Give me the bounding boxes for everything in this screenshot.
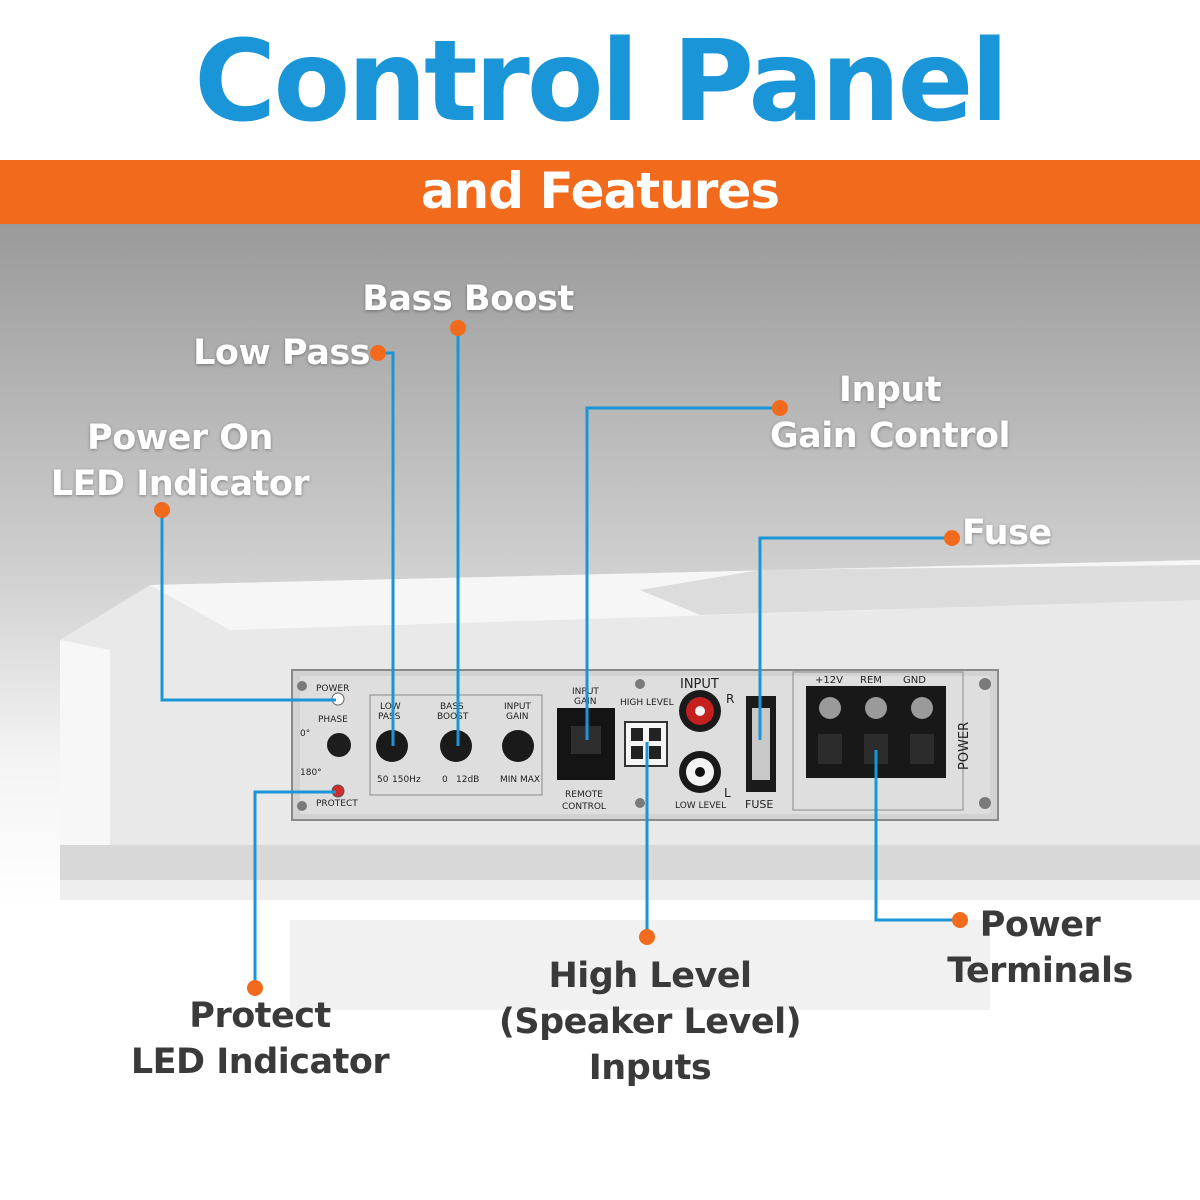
dot-high-level — [639, 929, 655, 945]
label-power-terminals: Power Terminals — [947, 905, 1133, 991]
dot-power-terminals — [952, 912, 968, 928]
callout-dots — [154, 320, 968, 996]
panel-low-level-text: LOW LEVEL — [675, 801, 726, 811]
label-low-pass: Low Pass — [193, 333, 370, 373]
panel-input-text: INPUT — [680, 677, 719, 692]
low-pass-label-2: PASS — [378, 712, 401, 722]
low-pass-min: 50 — [377, 775, 389, 785]
label-high-level: High Level (Speaker Level) Inputs — [498, 956, 802, 1088]
label-bass-boost: Bass Boost — [362, 279, 574, 319]
input-gain-knob[interactable] — [502, 730, 534, 762]
remote-bottom-1: REMOTE — [565, 790, 603, 800]
fuse-element[interactable] — [752, 708, 770, 780]
panel-phase-180: 180° — [300, 768, 322, 778]
terminal-gnd-text: GND — [903, 675, 926, 686]
panel-phase-0: 0° — [300, 729, 310, 739]
panel-protect-text: PROTECT — [316, 799, 358, 809]
callout-line-protect-led — [253, 790, 336, 988]
label-protect-led: Protect LED Indicator — [130, 996, 390, 1082]
subtitle-banner — [0, 160, 1200, 224]
panel-phase-text: PHASE — [318, 715, 348, 725]
label-input-gain: Input Gain Control — [769, 370, 1011, 456]
dot-fuse — [944, 530, 960, 546]
page-subtitle: and Features — [420, 162, 780, 220]
bass-boost-label-1: BASS — [440, 702, 464, 712]
callout-line-fuse — [758, 536, 952, 740]
bass-boost-knob[interactable] — [440, 730, 472, 762]
bass-boost-min: 0 — [442, 775, 448, 785]
remote-bottom-2: CONTROL — [562, 802, 606, 812]
rca-input-left[interactable] — [679, 751, 721, 793]
terminal-12v-text: +12V — [815, 675, 843, 686]
input-gain-label-1: INPUT — [504, 702, 531, 712]
input-gain-min: MIN — [500, 775, 517, 785]
dot-input-gain — [772, 400, 788, 416]
rca-input-right[interactable] — [679, 690, 721, 732]
input-gain-max: MAX — [520, 775, 540, 785]
panel-high-level-text: HIGH LEVEL — [620, 698, 674, 708]
label-fuse: Fuse — [962, 513, 1052, 553]
dot-protect-led — [247, 980, 263, 996]
input-gain-label-2: GAIN — [506, 712, 529, 722]
low-pass-label-1: LOW — [380, 702, 401, 712]
panel-power-text: POWER — [316, 684, 349, 694]
panel-input-r: R — [726, 692, 734, 706]
callout-line-input-gain — [585, 406, 780, 740]
callout-line-power-led — [160, 510, 336, 702]
dot-low-pass — [370, 345, 386, 361]
remote-top-2: GAIN — [574, 697, 597, 707]
label-power-led: Power On LED Indicator — [50, 418, 310, 504]
phase-switch[interactable] — [327, 733, 351, 757]
panel-input-l: L — [724, 786, 731, 800]
bass-boost-max: 12dB — [456, 775, 479, 785]
bass-boost-label-2: BOOST — [437, 712, 469, 722]
dot-power-led — [154, 502, 170, 518]
low-pass-max: 150Hz — [392, 775, 421, 785]
dot-bass-boost — [450, 320, 466, 336]
panel-power-vertical: POWER — [957, 722, 972, 770]
panel-fuse-text: FUSE — [745, 798, 773, 811]
callout-line-power-terminals — [874, 750, 960, 922]
terminal-rem-text: REM — [860, 675, 882, 686]
page-title: Control Panel — [194, 17, 1009, 147]
